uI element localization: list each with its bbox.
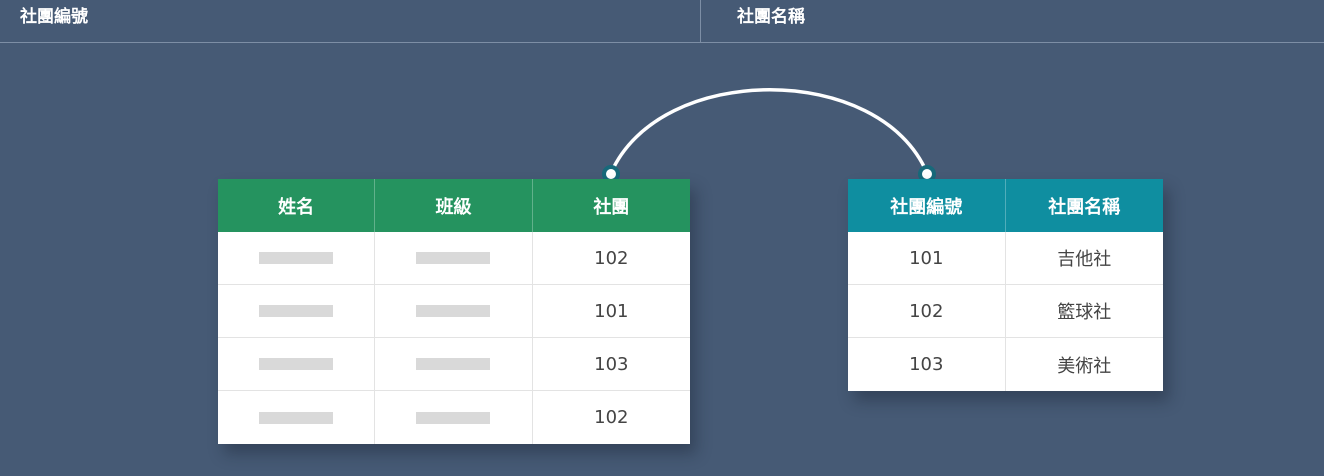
column-header-club-name: 社團名稱 xyxy=(1048,196,1121,218)
placeholder-bar xyxy=(259,411,334,424)
header-club-name-label: 社團名稱 xyxy=(737,7,805,27)
placeholder-bar xyxy=(416,252,491,264)
table-row: 102 籃球社 xyxy=(848,285,1163,338)
class-cell xyxy=(375,391,533,444)
placeholder-bar xyxy=(416,358,491,370)
students-table-header: 姓名 班級 社團 xyxy=(218,179,690,232)
name-cell xyxy=(218,391,376,444)
table-row: 101 xyxy=(218,285,690,338)
header-club-id-label: 社團編號 xyxy=(20,7,88,27)
relation-arc xyxy=(609,88,929,174)
placeholder-bar xyxy=(259,305,334,317)
table-row: 103 美術社 xyxy=(848,338,1163,391)
table-row: 102 xyxy=(218,391,690,444)
top-header: 社團編號 社團名稱 xyxy=(0,0,1324,43)
club-id-cell: 101 xyxy=(848,232,1006,284)
club-cell: 102 xyxy=(594,407,629,428)
placeholder-bar xyxy=(416,305,491,317)
placeholder-bar xyxy=(259,358,334,370)
name-cell xyxy=(218,338,376,390)
column-header-club: 社團 xyxy=(593,196,630,218)
club-name-cell: 吉他社 xyxy=(1057,249,1112,270)
column-header-name: 姓名 xyxy=(218,179,376,232)
placeholder-bar xyxy=(416,411,491,424)
name-cell xyxy=(218,285,376,337)
name-cell xyxy=(218,232,376,284)
class-cell xyxy=(375,232,533,284)
club-name-cell: 美術社 xyxy=(1057,355,1112,377)
header-divider xyxy=(700,0,701,43)
students-table: 姓名 班級 社團 102 101 103 102 xyxy=(218,179,690,444)
club-cell: 103 xyxy=(594,353,629,375)
column-header-club-id: 社團編號 xyxy=(848,179,1006,232)
class-cell xyxy=(375,338,533,390)
club-name-cell: 籃球社 xyxy=(1057,302,1112,323)
table-row: 102 xyxy=(218,232,690,285)
club-cell: 102 xyxy=(594,247,629,269)
club-cell: 101 xyxy=(594,300,629,322)
clubs-table: 社團編號 社團名稱 101 吉他社 102 籃球社 103 美術社 xyxy=(848,179,1163,391)
table-row: 101 吉他社 xyxy=(848,232,1163,285)
table-row: 103 xyxy=(218,338,690,391)
class-cell xyxy=(375,285,533,337)
club-id-cell: 102 xyxy=(848,285,1006,337)
clubs-table-header: 社團編號 社團名稱 xyxy=(848,179,1163,232)
club-id-cell: 103 xyxy=(848,338,1006,391)
placeholder-bar xyxy=(259,252,334,264)
column-header-class: 班級 xyxy=(375,179,533,232)
